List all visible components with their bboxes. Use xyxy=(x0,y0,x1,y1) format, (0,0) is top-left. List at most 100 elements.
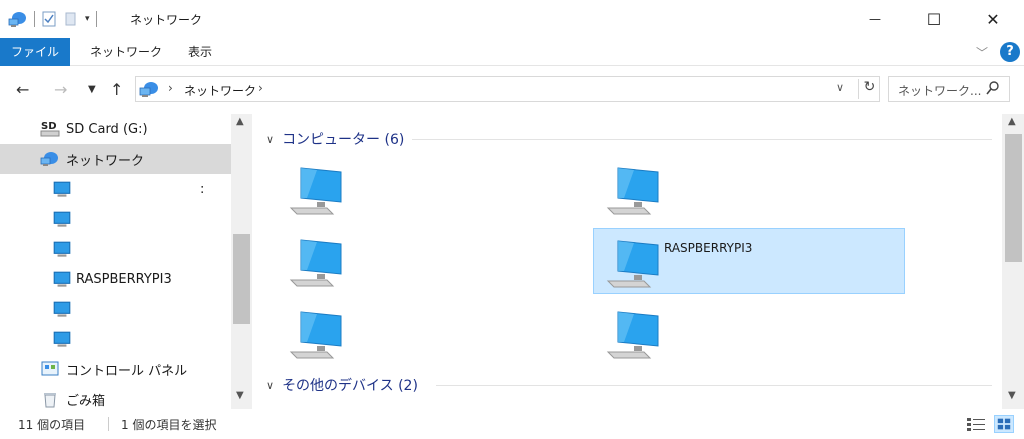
computer-icon xyxy=(289,239,342,287)
address-bar[interactable]: › ネットワーク › ∨ ↻ xyxy=(135,76,880,102)
tree-item-label: SD Card (G:) xyxy=(66,121,148,137)
control-panel-icon xyxy=(41,361,59,376)
computer-icon xyxy=(606,240,659,288)
content-pane: ∨ コンピューター (6) xyxy=(252,114,1002,409)
address-dropdown-icon[interactable]: ∨ xyxy=(836,81,845,94)
tree-item-label: : xyxy=(200,181,205,197)
up-arrow-icon[interactable]: ↑ xyxy=(110,80,124,99)
computer-icon xyxy=(289,311,342,359)
tree-item-label: コントロール パネル xyxy=(66,363,188,379)
ribbon: ファイル ネットワーク 表示 ﹀ ? xyxy=(0,38,1024,66)
help-icon[interactable]: ? xyxy=(1000,42,1020,62)
group-label: その他のデバイス (2) xyxy=(282,378,418,394)
status-separator xyxy=(108,417,109,431)
svg-text:SD: SD xyxy=(41,121,57,132)
close-button[interactable]: ✕ xyxy=(970,0,1016,38)
quick-access-toolbar: ▾ xyxy=(8,9,97,29)
close-icon: ✕ xyxy=(986,9,1000,29)
tab-network[interactable]: ネットワーク xyxy=(90,45,163,59)
scroll-down-icon[interactable]: ▼ xyxy=(236,390,244,401)
back-arrow-icon[interactable]: ← xyxy=(16,80,30,99)
minimize-button[interactable]: — xyxy=(852,0,898,38)
large-icons-view-icon[interactable] xyxy=(994,415,1014,433)
window-title: ネットワーク xyxy=(130,13,203,27)
computer-icon xyxy=(53,271,71,287)
search-input[interactable]: ネットワーク... xyxy=(888,76,1010,102)
breadcrumb-chevron-icon[interactable]: › xyxy=(168,81,173,95)
network-icon xyxy=(8,12,26,27)
computer-tile[interactable] xyxy=(277,300,589,366)
details-view-icon[interactable] xyxy=(966,416,986,432)
tab-file[interactable]: ファイル xyxy=(0,38,70,66)
scroll-down-icon[interactable]: ▼ xyxy=(1008,390,1016,401)
group-divider xyxy=(436,385,992,386)
navigation-pane: SD SD Card (G:) ネットワーク : RASPBERRYPI3 xyxy=(0,114,252,409)
properties-icon[interactable] xyxy=(41,11,57,27)
tree-item-label: RASPBERRYPI3 xyxy=(76,271,172,287)
tree-item-computer[interactable] xyxy=(0,204,231,234)
scrollbar-thumb[interactable] xyxy=(1005,134,1022,262)
recent-locations-chevron-icon[interactable]: ▼ xyxy=(88,84,96,95)
tree-item-network[interactable]: ネットワーク xyxy=(0,144,231,174)
tree-item-computer[interactable] xyxy=(0,294,231,324)
tree-item-raspberrypi3[interactable]: RASPBERRYPI3 xyxy=(0,264,231,294)
status-bar: 11 個の項目 1 個の項目を選択 xyxy=(0,409,1024,439)
item-count: 11 個の項目 xyxy=(18,418,86,432)
breadcrumb-network[interactable]: ネットワーク xyxy=(184,84,257,98)
computer-icon xyxy=(289,167,342,215)
computer-icon xyxy=(53,241,71,257)
scroll-up-icon[interactable]: ▲ xyxy=(236,116,244,127)
maximize-button[interactable]: ☐ xyxy=(911,0,957,38)
tree-item-label: ネットワーク xyxy=(66,153,145,169)
group-header-computers[interactable]: ∨ コンピューター (6) xyxy=(266,128,404,150)
selection-count: 1 個の項目を選択 xyxy=(121,418,217,432)
computer-icon xyxy=(53,301,71,317)
computer-icon xyxy=(53,211,71,227)
maximize-icon: ☐ xyxy=(926,9,942,29)
title-bar: ▾ ネットワーク — ☐ ✕ xyxy=(0,0,1024,38)
tree-item-label: ごみ箱 xyxy=(66,393,106,409)
computer-icon xyxy=(53,331,71,347)
qat-separator xyxy=(34,11,35,27)
tree-item-recycle-bin[interactable]: ごみ箱 xyxy=(0,384,231,414)
computer-tile[interactable] xyxy=(594,156,906,222)
content-scrollbar[interactable]: ▲ ▼ xyxy=(1002,114,1024,409)
computer-tile[interactable] xyxy=(594,300,906,366)
tree-item-control-panel[interactable]: コントロール パネル xyxy=(0,354,231,384)
expand-ribbon-icon[interactable]: ﹀ xyxy=(976,46,989,60)
tile-label: RASPBERRYPI3 xyxy=(664,241,753,255)
group-divider xyxy=(412,139,992,140)
computer-tile[interactable] xyxy=(277,156,589,222)
search-icon xyxy=(986,81,999,95)
computer-icon xyxy=(53,181,71,197)
computer-tile-raspberrypi3[interactable]: RASPBERRYPI3 xyxy=(593,228,905,294)
navigation-bar: ← → ▼ ↑ › ネットワーク › ∨ ↻ ネットワーク... xyxy=(0,66,1024,114)
new-folder-icon[interactable] xyxy=(63,11,79,27)
computer-tile[interactable] xyxy=(277,228,589,294)
collapse-chevron-icon[interactable]: ∨ xyxy=(266,132,275,146)
forward-arrow-icon[interactable]: → xyxy=(54,80,68,99)
tab-view[interactable]: 表示 xyxy=(188,45,213,59)
search-placeholder: ネットワーク... xyxy=(898,84,982,98)
breadcrumb-chevron-icon[interactable]: › xyxy=(258,81,263,95)
computer-icon xyxy=(606,311,659,359)
qat-separator xyxy=(95,11,97,27)
scroll-up-icon[interactable]: ▲ xyxy=(1008,116,1016,127)
group-label: コンピューター (6) xyxy=(282,132,405,148)
group-header-other-devices[interactable]: ∨ その他のデバイス (2) xyxy=(266,374,418,396)
customize-qat-icon[interactable]: ▾ xyxy=(85,14,90,24)
tree-item-sd-card[interactable]: SD SD Card (G:) xyxy=(0,114,231,144)
network-icon xyxy=(40,152,58,166)
sd-card-icon: SD xyxy=(40,121,60,137)
minimize-icon: — xyxy=(869,12,881,26)
collapse-chevron-icon[interactable]: ∨ xyxy=(266,378,275,392)
refresh-icon[interactable]: ↻ xyxy=(858,79,880,99)
tree-item-computer[interactable] xyxy=(0,324,231,354)
computer-icon xyxy=(606,167,659,215)
recycle-bin-icon xyxy=(44,393,56,408)
tree-item-computer[interactable]: : xyxy=(0,174,231,204)
tree-item-computer[interactable] xyxy=(0,234,231,264)
nav-pane-scrollbar[interactable]: ▲ ▼ xyxy=(231,114,252,409)
scrollbar-thumb[interactable] xyxy=(233,234,250,324)
network-icon xyxy=(139,82,158,97)
